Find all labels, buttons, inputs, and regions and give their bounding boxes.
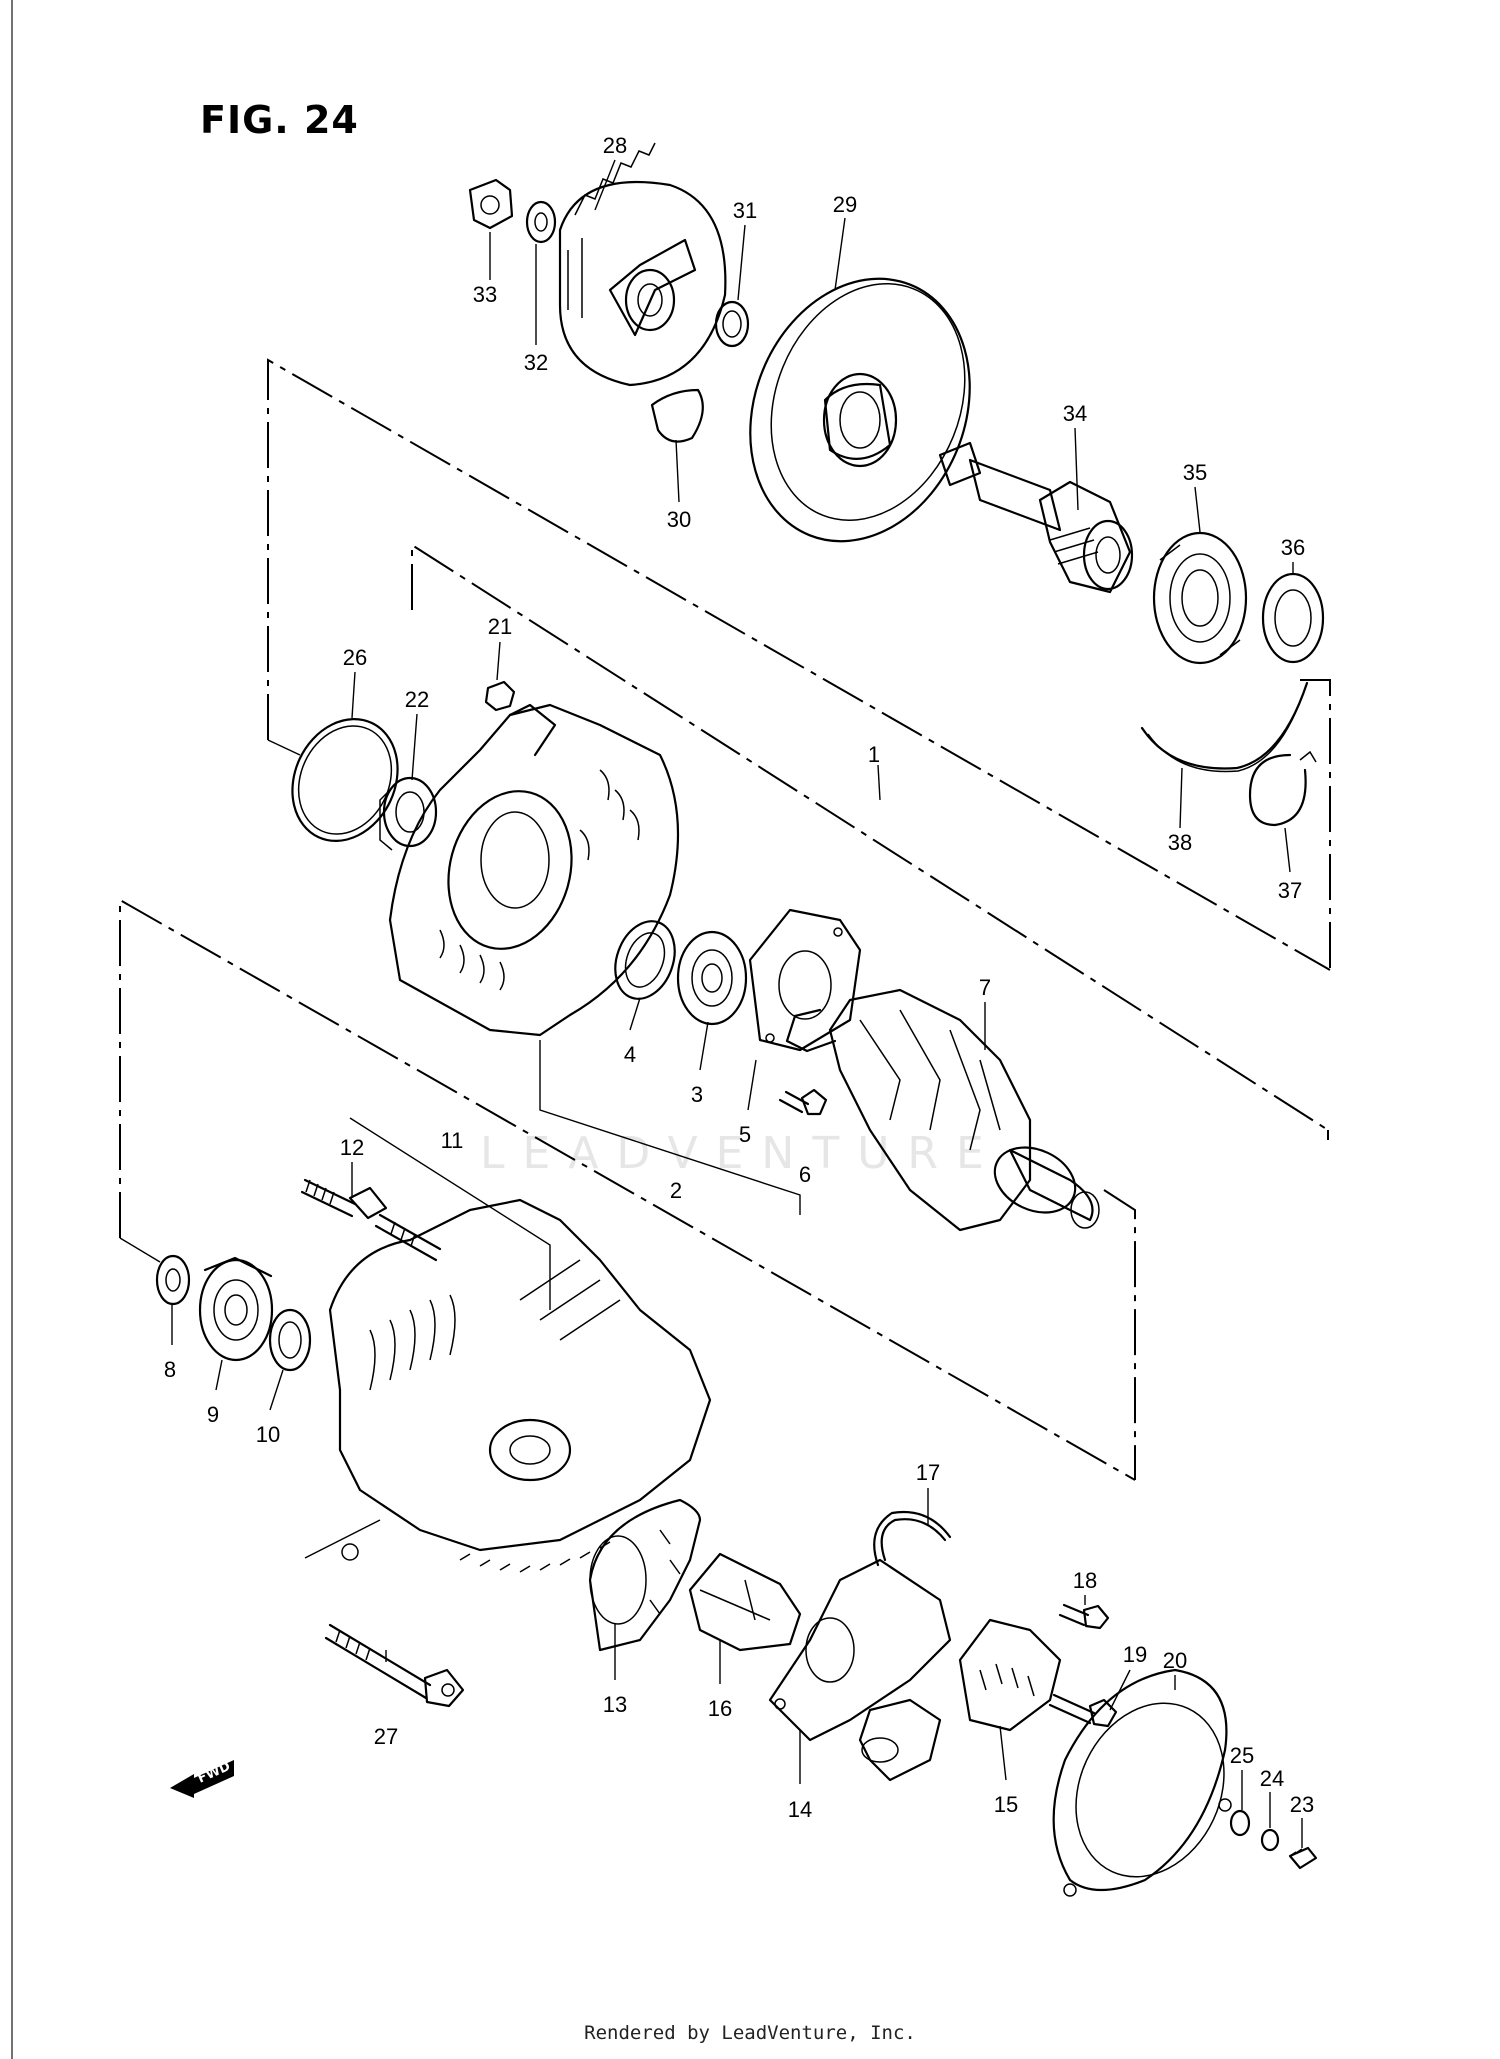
callout-17: 17 bbox=[916, 1460, 940, 1485]
part-16-insulator bbox=[688, 1552, 802, 1652]
part-28-clutch-gear bbox=[558, 142, 727, 387]
callout-10: 10 bbox=[256, 1422, 280, 1447]
assembly-bracket-lines bbox=[119, 358, 1331, 1559]
part-21-bolt bbox=[484, 680, 516, 712]
callout-20: 20 bbox=[1163, 1648, 1187, 1673]
callout-37: 37 bbox=[1278, 878, 1302, 903]
part-8-washer bbox=[155, 1254, 191, 1306]
footer-credit: Rendered by LeadVenture, Inc. bbox=[584, 2022, 916, 2044]
callout-19: 19 bbox=[1123, 1642, 1147, 1667]
callout-leaders bbox=[171, 159, 1303, 1848]
callout-5: 5 bbox=[739, 1122, 751, 1147]
callout-36: 36 bbox=[1281, 535, 1305, 560]
part-7-rotor bbox=[785, 988, 1100, 1232]
callout-7: 7 bbox=[979, 975, 991, 1000]
callout-38: 38 bbox=[1168, 830, 1192, 855]
part-36-seal bbox=[1261, 572, 1325, 664]
callout-4: 4 bbox=[624, 1042, 636, 1067]
callout-26: 26 bbox=[343, 645, 367, 670]
callout-12: 12 bbox=[340, 1135, 364, 1160]
callout-30: 30 bbox=[667, 507, 691, 532]
callout-8: 8 bbox=[164, 1357, 176, 1382]
part-30-roller bbox=[650, 388, 704, 443]
part-17-wire-clip bbox=[873, 1511, 952, 1567]
part-33-cap-nut bbox=[468, 178, 514, 230]
part-26-o-ring bbox=[291, 718, 399, 842]
part-10-spacer bbox=[268, 1308, 312, 1372]
callout-1: 1 bbox=[868, 742, 880, 767]
callout-22: 22 bbox=[405, 687, 429, 712]
part-4-seal bbox=[614, 920, 676, 1000]
callout-33: 33 bbox=[473, 282, 497, 307]
part-35-bearing bbox=[1152, 531, 1248, 665]
part-38-ring bbox=[1140, 681, 1309, 773]
callout-15: 15 bbox=[994, 1792, 1018, 1817]
part-13-cover bbox=[588, 1498, 702, 1652]
part-9-bearing bbox=[198, 1256, 274, 1362]
part-23-screw bbox=[1288, 1846, 1318, 1870]
callout-27: 27 bbox=[374, 1724, 398, 1749]
fwd-arrow-icon: FWD bbox=[170, 1759, 234, 1798]
callout-numbers: 1 2 3 4 5 6 7 8 9 10 11 12 13 14 15 16 1… bbox=[164, 133, 1314, 1822]
callout-2: 2 bbox=[670, 1178, 682, 1203]
callout-24: 24 bbox=[1260, 1766, 1284, 1791]
callout-18: 18 bbox=[1073, 1568, 1097, 1593]
part-15-regulator bbox=[958, 1618, 1062, 1732]
figure-title: FIG. 24 bbox=[200, 98, 359, 142]
callout-32: 32 bbox=[524, 350, 548, 375]
part-20-end-cover bbox=[1052, 1668, 1232, 1897]
part-11-rear-housing bbox=[328, 1198, 712, 1573]
callout-23: 23 bbox=[1290, 1792, 1314, 1817]
part-25-washer bbox=[1229, 1809, 1251, 1837]
callout-13: 13 bbox=[603, 1692, 627, 1717]
callout-35: 35 bbox=[1183, 460, 1207, 485]
callout-11: 11 bbox=[441, 1128, 464, 1153]
part-19-screw bbox=[1048, 1693, 1118, 1728]
part-24-washer bbox=[1260, 1828, 1280, 1852]
callout-14: 14 bbox=[788, 1797, 812, 1822]
part-18-screw bbox=[1058, 1603, 1110, 1630]
part-34-shaft bbox=[938, 441, 1134, 594]
part-12-stud bbox=[300, 1178, 442, 1262]
part-14-rectifier bbox=[768, 1558, 952, 1782]
callout-29: 29 bbox=[833, 192, 857, 217]
callout-25: 25 bbox=[1230, 1743, 1254, 1768]
callout-28: 28 bbox=[603, 133, 627, 158]
part-6-screw bbox=[778, 1088, 828, 1116]
part-5-retainer-plate bbox=[748, 908, 862, 1052]
part-3-bearing bbox=[676, 930, 748, 1026]
part-32-washer bbox=[525, 200, 557, 244]
part-27-bolt bbox=[324, 1623, 465, 1708]
callout-31: 31 bbox=[733, 198, 757, 223]
callout-3: 3 bbox=[691, 1082, 703, 1107]
callout-34: 34 bbox=[1063, 401, 1087, 426]
callout-21: 21 bbox=[488, 614, 512, 639]
part-29-driven-gear bbox=[749, 277, 971, 543]
callout-6: 6 bbox=[799, 1162, 811, 1187]
callout-9: 9 bbox=[207, 1402, 219, 1427]
part-37-circlip bbox=[1248, 750, 1317, 827]
part-31-spacer bbox=[714, 300, 750, 348]
callout-16: 16 bbox=[708, 1696, 732, 1721]
